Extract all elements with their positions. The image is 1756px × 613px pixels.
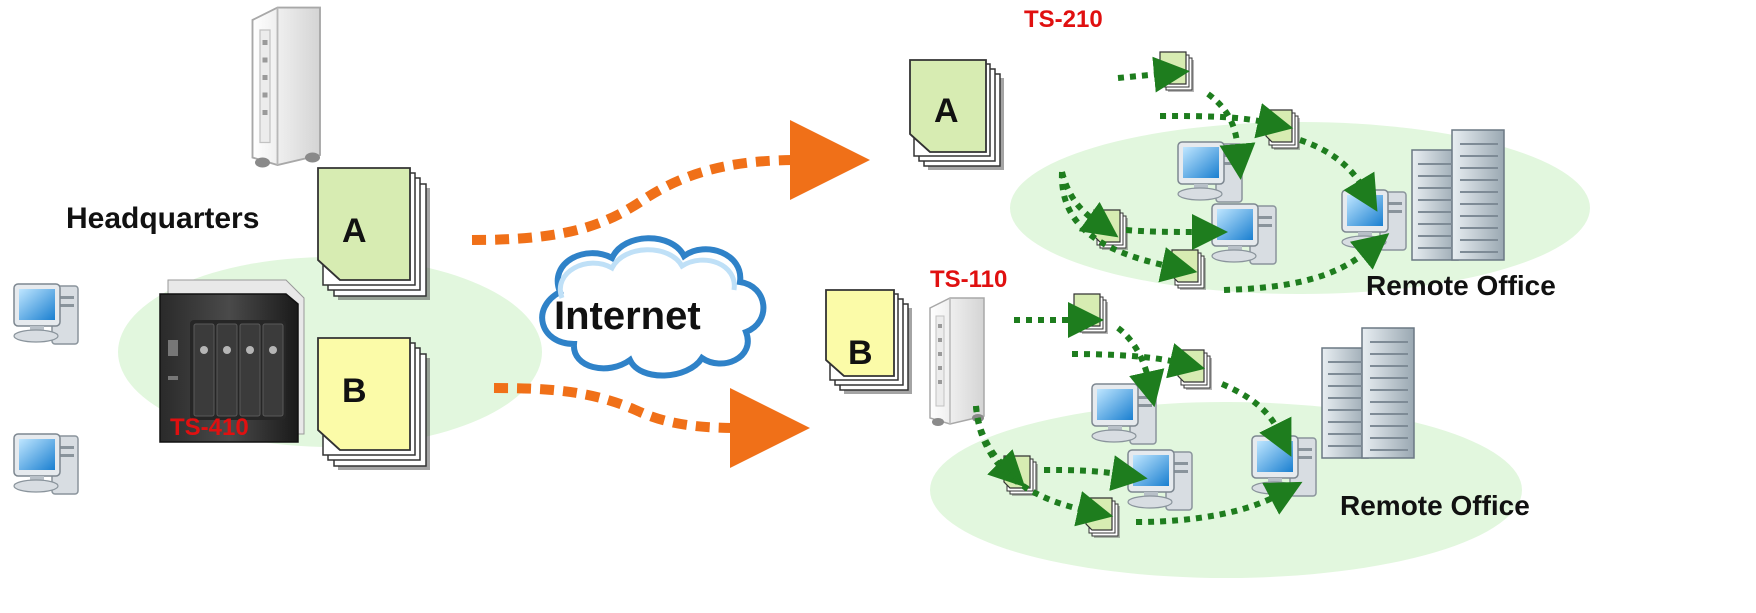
- remote-office-1-title: Remote Office: [1366, 270, 1556, 301]
- orange-arrow-to-ts110: [493, 383, 810, 468]
- remote1-computer-2-icon: [1211, 203, 1277, 265]
- remote2-small-doc-1-icon: [1073, 293, 1109, 335]
- remote2-computer-3-icon: [1251, 435, 1317, 497]
- ts210-nas-icon: [251, 6, 321, 169]
- green-arrow-r1-3: [1159, 103, 1294, 139]
- internet-label: Internet: [554, 294, 701, 338]
- hq-doc-a-label: A: [342, 212, 367, 250]
- green-arrow-r2-4: [1220, 381, 1292, 457]
- green-arrow-r2-2: [1116, 325, 1165, 408]
- remote2-building-icon: [1321, 327, 1415, 459]
- hq-computer-2-icon: [13, 433, 79, 495]
- ts110-label: TS-110: [930, 266, 1008, 293]
- remote1-doc-a-icon: [909, 59, 1004, 170]
- remote-office-2-title: Remote Office: [1340, 490, 1530, 521]
- orange-arrow-to-ts210: [471, 120, 870, 245]
- remote2-doc-b-icon: [825, 289, 912, 394]
- remote2-small-doc-4-icon: [1085, 497, 1121, 539]
- internet-cloud-icon: [539, 235, 767, 379]
- remote1-computer-3-icon: [1341, 189, 1407, 251]
- hq-doc-b-label: B: [342, 372, 367, 410]
- hq-doc-a-icon: [317, 167, 430, 300]
- remote2-doc-b-label: B: [848, 334, 873, 372]
- ts410-nas-icon: [159, 279, 305, 443]
- green-arrow-r1-6: [1125, 213, 1228, 250]
- hq-doc-b-icon: [317, 337, 430, 470]
- remote1-small-doc-4-icon: [1171, 249, 1207, 291]
- remote1-doc-a-label: A: [934, 92, 959, 130]
- ts410-label: TS-410: [170, 414, 249, 441]
- hq-computer-1-icon: [13, 283, 79, 345]
- remote2-small-doc-2-icon: [1177, 349, 1213, 391]
- headquarters-title: Headquarters: [66, 202, 260, 235]
- green-arrow-r2-6: [1043, 455, 1148, 491]
- green-arrow-r1-1: [1117, 56, 1190, 93]
- remote1-building-icon: [1411, 129, 1505, 261]
- remote2-computer-2-icon: [1127, 449, 1193, 511]
- remote2-small-doc-3-icon: [1003, 455, 1039, 497]
- ts210-label: TS-210: [1024, 6, 1103, 33]
- remote1-computer-1-icon: [1177, 141, 1243, 203]
- green-arrow-r1-8: [1223, 233, 1390, 293]
- remote2-computer-1-icon: [1091, 383, 1157, 445]
- green-arrow-r2-3: [1071, 343, 1206, 379]
- green-arrow-r1-7: [1058, 171, 1198, 283]
- remote1-small-doc-2-icon: [1265, 109, 1301, 151]
- green-arrow-r2-7: [973, 405, 1114, 527]
- remote1-small-doc-1-icon: [1159, 51, 1195, 93]
- green-arrow-r1-4: [1299, 137, 1378, 212]
